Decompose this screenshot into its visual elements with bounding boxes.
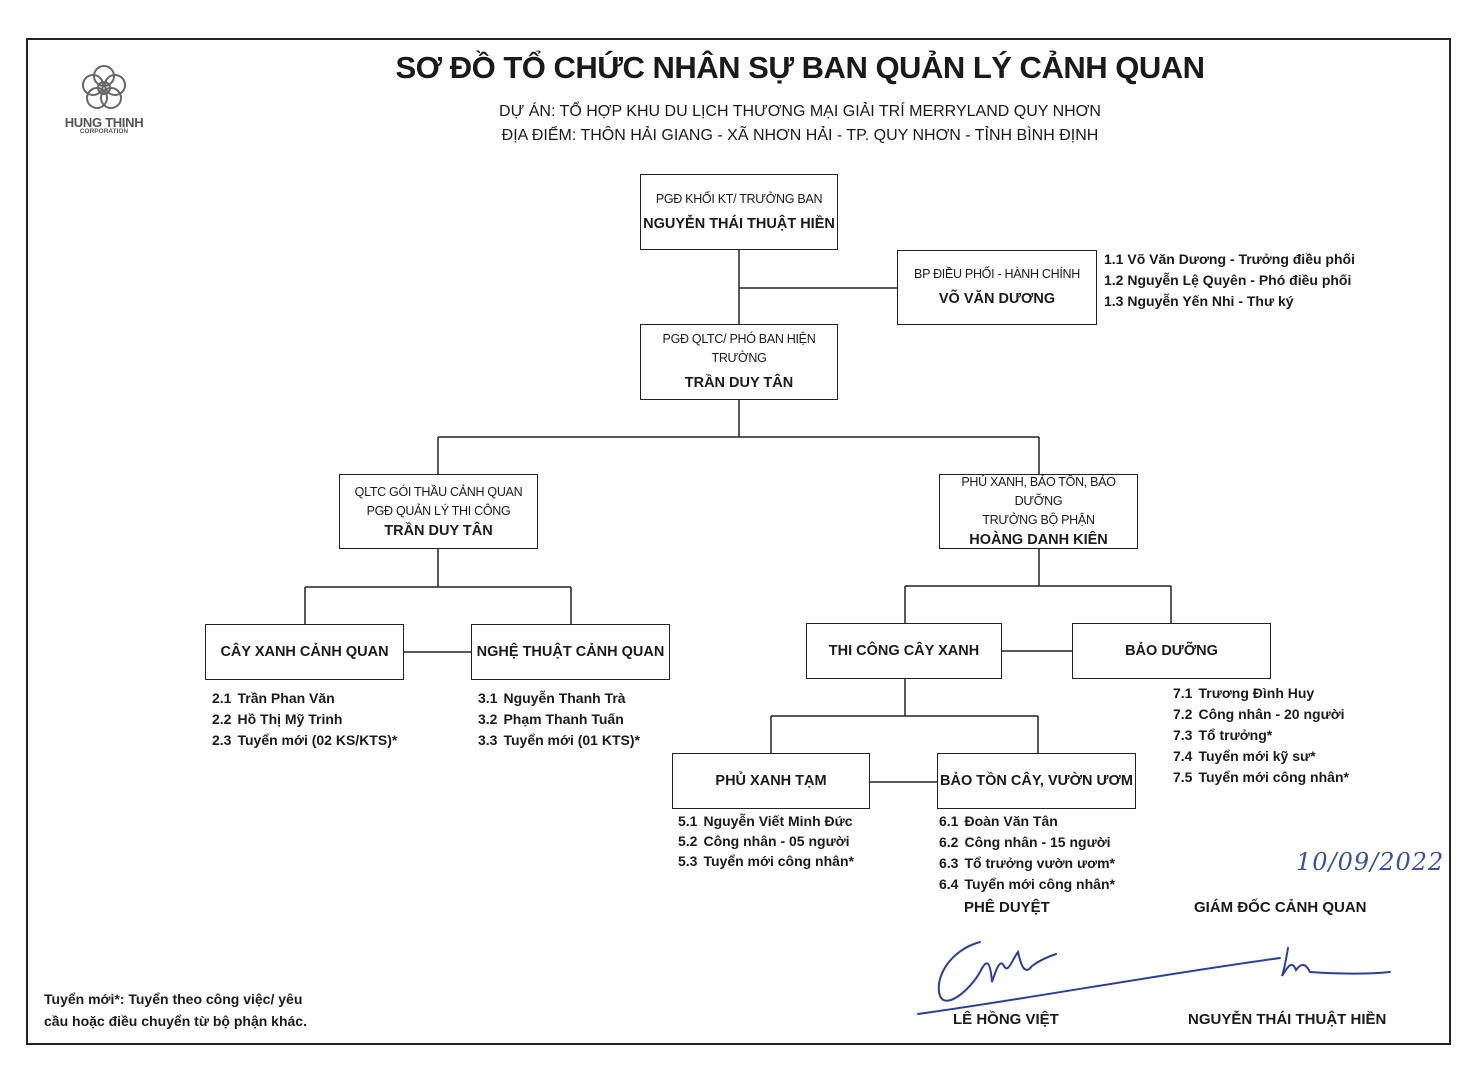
logo-name: HUNG THINH (64, 115, 144, 130)
approver-signature (937, 941, 1057, 1002)
coordination-role: BP ĐIỀU PHỐI - HÀNH CHÍNH (914, 267, 1080, 281)
landscape-package-box: QLTC GÓI THẦU CẢNH QUAN PGĐ QUẢN LÝ THI … (339, 474, 538, 549)
deputy-role: PGĐ QLTC/ PHÓ BAN HIỆN TRƯỜNG (662, 332, 816, 365)
company-logo: HUNG THINH CORPORATION (52, 64, 156, 135)
greening-role-1: PHỦ XANH, BẢO TỒN, BẢO DƯỠNG (961, 475, 1116, 508)
deputy-box: PGĐ QLTC/ PHÓ BAN HIỆN TRƯỜNG TRẦN DUY T… (640, 324, 838, 400)
landscape-role-1: QLTC GÓI THẦU CẢNH QUAN (354, 484, 523, 499)
list-item: 1.2 Nguyễn Lệ Quyên - Phó điều phối (1104, 272, 1352, 288)
location-subtitle: ĐỊA ĐIỂM: THÔN HẢI GIANG - XÃ NHƠN HẢI -… (501, 127, 1099, 144)
head-box: PGĐ KHỐI KT/ TRƯỞNG BAN NGUYỄN THÁI THUẬ… (640, 174, 838, 250)
list-item: 1.3 Nguyễn Yến Nhi - Thư ký (1104, 293, 1294, 309)
page-title: SƠ ĐỒ TỔ CHỨC NHÂN SỰ BAN QUẢN LÝ CẢNH Q… (395, 50, 1206, 85)
footnote-line-1: Tuyển mới*: Tuyển theo công việc/ yêu (44, 991, 303, 1007)
art-label: NGHỆ THUẬT CẢNH QUAN (476, 644, 665, 660)
page-frame (26, 38, 1451, 1045)
coordination-box: BP ĐIỀU PHỐI - HÀNH CHÍNH VÕ VĂN DƯƠNG (897, 250, 1097, 325)
signature-marks (917, 941, 1391, 1015)
approve-label: PHÊ DUYỆT (964, 899, 1050, 916)
construction-label: THI CÔNG CÂY XANH (828, 643, 980, 659)
maintenance-label: BẢO DƯỠNG (1125, 643, 1218, 659)
greening-box: PHỦ XANH, BẢO TỒN, BẢO DƯỠNG TRƯỞNG BỘ P… (939, 474, 1138, 549)
landscape-role-2: PGĐ QUẢN LÝ THI CÔNG (366, 503, 511, 518)
logo-tagline: CORPORATION (79, 128, 129, 135)
nursery-box: BẢO TỒN CÂY, VƯỜN ƯƠM (937, 753, 1136, 809)
approver-name: LÊ HỒNG VIỆT (953, 1011, 1059, 1028)
director-label: GIÁM ĐỐC CẢNH QUAN (1194, 899, 1367, 916)
flower-logo-icon (82, 65, 126, 109)
recruitment-footnote: Tuyển mới*: Tuyển theo công việc/ yêu cầ… (44, 988, 307, 1032)
head-role: PGĐ KHỐI KT/ TRƯỞNG BAN (655, 191, 823, 206)
director-signature (1281, 947, 1391, 977)
construction-box: THI CÔNG CÂY XANH (806, 623, 1002, 679)
temporary-greening-box: PHỦ XANH TẠM (672, 753, 870, 809)
trees-label: CÂY XANH CẢNH QUAN (220, 644, 389, 660)
coordination-name: VÕ VĂN DƯƠNG (938, 291, 1056, 307)
footnote-line-2: cầu hoặc điều chuyển từ bộ phận khác. (44, 1013, 307, 1029)
temporary-greening-label: PHỦ XANH TẠM (715, 773, 827, 789)
line-construct-bus (770, 679, 1039, 753)
maintenance-box: BẢO DƯỠNG (1072, 623, 1271, 679)
deputy-name: TRẦN DUY TÂN (684, 375, 794, 391)
list-item: 1.1 Võ Văn Dương - Trưởng điều phối (1104, 251, 1355, 267)
nursery-label: BẢO TỒN CÂY, VƯỜN ƯƠM (940, 773, 1133, 789)
coordination-staff-list: 1.1 Võ Văn Dương - Trưởng điều phối 1.2 … (1104, 249, 1355, 312)
line-greening-bus (904, 549, 1172, 623)
trees-box: CÂY XANH CẢNH QUAN (205, 624, 404, 680)
project-subtitle: DỰ ÁN: TỔ HỢP KHU DU LỊCH THƯƠNG MẠI GIẢ… (499, 103, 1101, 120)
approver-signature-flourish (917, 957, 1281, 1015)
greening-name: HOÀNG DANH KIÊN (969, 532, 1108, 548)
greening-role-2: TRƯỞNG BỘ PHẬN (982, 513, 1095, 527)
line-landscape-bus (304, 549, 572, 624)
art-box: NGHỆ THUẬT CẢNH QUAN (471, 624, 670, 680)
head-name: NGUYỄN THÁI THUẬT HIỀN (643, 215, 835, 232)
director-name: NGUYỄN THÁI THUẬT HIỀN (1188, 1011, 1387, 1028)
landscape-name: TRẦN DUY TÂN (384, 522, 493, 539)
handwritten-date: 10/09/2022 (1296, 848, 1445, 876)
